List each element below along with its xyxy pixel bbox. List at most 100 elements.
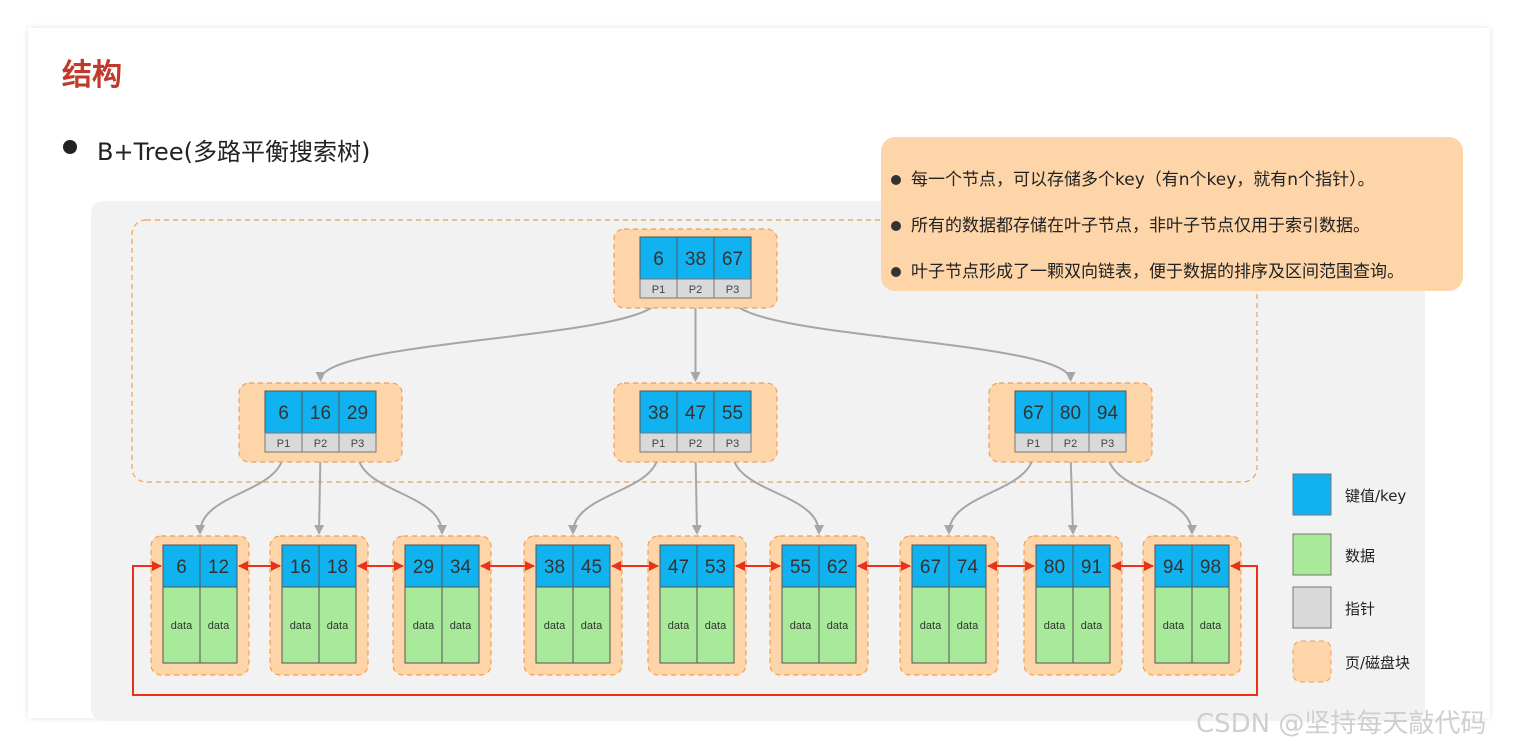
data-label: data (1200, 620, 1222, 632)
pointer-label: P1 (1027, 438, 1040, 450)
key-label: 45 (581, 557, 602, 578)
data-cell (781, 586, 820, 664)
pointer-label: P3 (726, 284, 739, 296)
key-label: 94 (1097, 403, 1119, 424)
pointer-arrow (944, 451, 1035, 535)
key-label: 67 (920, 557, 941, 578)
data-cell (281, 586, 320, 664)
pointer-label: P3 (726, 438, 739, 450)
data-cell (535, 586, 574, 664)
pointer-cell (1088, 432, 1127, 453)
key-cell (713, 390, 752, 434)
data-label: data (1044, 620, 1066, 632)
callout-box: 每一个节点，可以存储多个key（有n个key，就有n个指针）。 所有的数据都存储… (881, 137, 1463, 291)
data-label: data (827, 620, 849, 632)
pointer-cell (713, 432, 752, 453)
data-cell (659, 586, 698, 664)
key-label: 6 (278, 403, 289, 424)
data-label: data (450, 620, 472, 632)
data-cell (1072, 586, 1111, 664)
key-label: 80 (1044, 557, 1065, 578)
key-label: 91 (1081, 557, 1102, 578)
pointer-cell (713, 278, 752, 299)
data-cell (441, 586, 480, 664)
legend-swatch (1292, 640, 1332, 683)
data-cell (1154, 586, 1193, 664)
data-cell (1191, 586, 1230, 664)
legend-item: 指针 (1292, 586, 1375, 629)
data-cell (818, 586, 857, 664)
pointer-arrow (568, 451, 660, 535)
key-label: 55 (722, 403, 743, 424)
data-label: data (171, 620, 193, 632)
key-cell (1088, 390, 1127, 434)
pointer-label: P1 (652, 438, 665, 450)
callout-text: 叶子节点形成了一颗双向链表，便于数据的排序及区间范围查询。 (911, 262, 1404, 282)
key-label: 94 (1163, 557, 1185, 578)
pointer-arrow (195, 451, 285, 535)
data-label: data (1081, 620, 1103, 632)
pointer-label: P3 (1101, 438, 1114, 450)
bullet-dot (891, 175, 901, 185)
key-label: 74 (957, 557, 979, 578)
pointer-arrow (1106, 451, 1197, 535)
watermark: CSDN @坚持每天敲代码 (1196, 709, 1487, 739)
callout-item: 每一个节点，可以存储多个key（有n个key，就有n个指针）。 (891, 165, 1375, 190)
data-label: data (208, 620, 230, 632)
key-label: 16 (290, 557, 311, 578)
legend-label: 页/磁盘块 (1345, 654, 1410, 672)
key-label: 16 (310, 403, 331, 424)
key-label: 6 (653, 249, 664, 270)
callout-text: 所有的数据都存储在叶子节点，非叶子节点仅用于索引数据。 (911, 216, 1370, 236)
data-label: data (705, 620, 727, 632)
pointer-arrow (1067, 451, 1078, 535)
data-label: data (790, 620, 812, 632)
legend-label: 键值/key (1345, 487, 1406, 505)
key-cell (1051, 390, 1090, 434)
legend-swatch (1292, 533, 1332, 576)
data-cell (404, 586, 443, 664)
subtitle: B+Tree(多路平衡搜索树) (97, 138, 371, 166)
data-label: data (290, 620, 312, 632)
key-label: 6 (176, 557, 187, 578)
non-leaf-region (131, 219, 1258, 483)
key-label: 55 (790, 557, 811, 578)
data-cell (1035, 586, 1074, 664)
key-label: 29 (347, 403, 368, 424)
pointer-arrow (691, 451, 702, 535)
pointer-arrow (314, 451, 325, 535)
legend-item: 键值/key (1292, 473, 1406, 516)
data-cell (572, 586, 611, 664)
data-cell (199, 586, 238, 664)
data-cell (696, 586, 735, 664)
pointer-arrow (731, 451, 824, 535)
data-cell (911, 586, 950, 664)
data-label: data (1163, 620, 1185, 632)
key-cell (264, 390, 303, 434)
key-label: 34 (450, 557, 472, 578)
data-label: data (920, 620, 942, 632)
page-title: 结构 (62, 58, 122, 93)
key-label: 38 (685, 249, 706, 270)
callout-item: 叶子节点形成了一颗双向链表，便于数据的排序及区间范围查询。 (891, 257, 1404, 282)
key-cell (639, 390, 678, 434)
pointer-arrow (315, 297, 660, 382)
leaf-node: 6 data 12 data (150, 535, 250, 676)
pointer-label: P2 (689, 284, 702, 296)
bullet-dot (891, 267, 901, 277)
data-label: data (957, 620, 979, 632)
key-label: 12 (208, 557, 229, 578)
data-label: data (413, 620, 435, 632)
key-label: 98 (1200, 557, 1221, 578)
pointer-label: P2 (1064, 438, 1077, 450)
key-cell (301, 390, 340, 434)
key-label: 62 (827, 557, 848, 578)
pointer-arrow (731, 297, 1076, 382)
pointer-label: P3 (351, 438, 364, 450)
